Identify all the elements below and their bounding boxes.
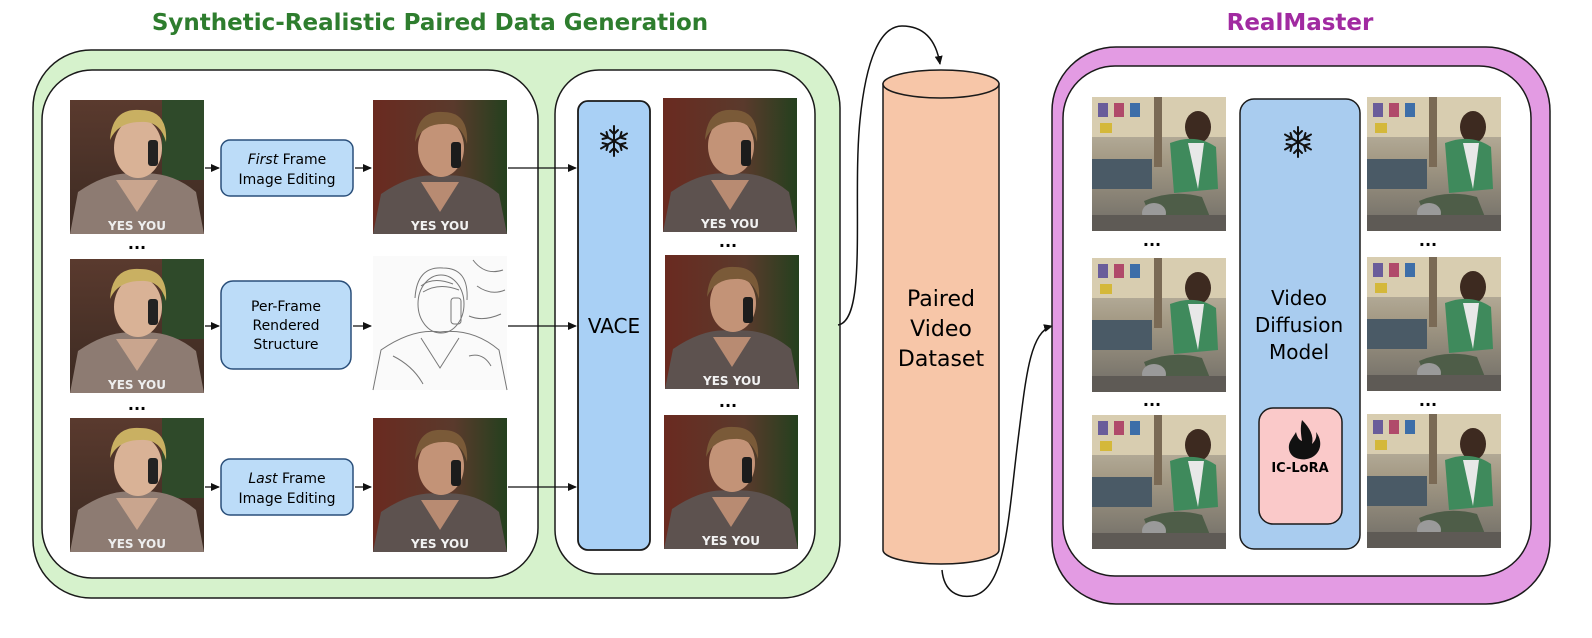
right-output-ellipsis-2: ... xyxy=(1419,391,1437,410)
vace-output-ellipsis-2: ... xyxy=(719,392,737,411)
last-frame-editing-box xyxy=(220,458,354,516)
output-street-frame-1 xyxy=(1367,97,1501,231)
vace-output-frame-3 xyxy=(664,415,798,549)
input-frame-middle xyxy=(70,259,204,393)
diffusion-label-line1: Video xyxy=(1271,286,1327,310)
first-frame-editing-line2: Image Editing xyxy=(238,172,335,188)
flame-icon xyxy=(1288,420,1321,460)
input-frame-first xyxy=(70,100,204,234)
vace-output-frame-2 xyxy=(665,255,799,389)
last-frame-editing-line1: Last Frame xyxy=(248,471,325,487)
right-input-ellipsis-2: ... xyxy=(1143,391,1161,410)
paired-video-dataset-cylinder xyxy=(882,69,1000,565)
first-frame-editing-line1: First Frame xyxy=(248,152,327,168)
dataset-label-line2: Video xyxy=(910,317,972,342)
output-street-frame-3 xyxy=(1367,414,1501,548)
vace-model-box xyxy=(577,100,651,551)
input-street-frame-1 xyxy=(1092,97,1226,231)
dataset-label-line3: Dataset xyxy=(898,347,985,372)
per-frame-structure-line1: Per-Frame xyxy=(251,299,321,315)
output-street-frame-2 xyxy=(1367,257,1501,391)
vace-output-ellipsis-1: ... xyxy=(719,232,737,251)
vace-label: VACE xyxy=(588,314,640,338)
right-output-ellipsis-1: ... xyxy=(1419,231,1437,250)
edited-last-frame xyxy=(373,418,507,552)
dataset-connectors xyxy=(837,25,1053,598)
ic-lora-box xyxy=(1258,407,1343,525)
input-ellipsis-1: ... xyxy=(128,234,146,253)
ic-lora-label: IC-LoRA xyxy=(1271,461,1328,476)
vace-output-frame-1 xyxy=(663,98,797,232)
input-street-frame-2 xyxy=(1092,258,1226,392)
diffusion-label-line3: Model xyxy=(1269,340,1329,364)
structure-sketch-frame xyxy=(372,255,508,391)
last-frame-editing-line2: Image Editing xyxy=(238,491,335,507)
editing-arrows xyxy=(205,164,577,491)
first-frame-editing-box xyxy=(220,139,354,197)
edited-first-frame xyxy=(373,100,507,234)
left-panel-title: Synthetic-Realistic Paired Data Generati… xyxy=(152,10,708,36)
per-frame-structure-line2: Rendered xyxy=(252,318,319,334)
input-frame-last xyxy=(70,418,204,552)
right-panel-title: RealMaster xyxy=(1227,10,1374,36)
right-input-ellipsis-1: ... xyxy=(1143,231,1161,250)
input-street-frame-3 xyxy=(1092,415,1226,549)
per-frame-structure-box xyxy=(220,280,352,370)
per-frame-structure-line3: Structure xyxy=(253,337,318,353)
diffusion-label-line2: Diffusion xyxy=(1255,313,1343,337)
input-ellipsis-2: ... xyxy=(128,395,146,414)
dataset-label-line1: Paired xyxy=(907,287,975,312)
